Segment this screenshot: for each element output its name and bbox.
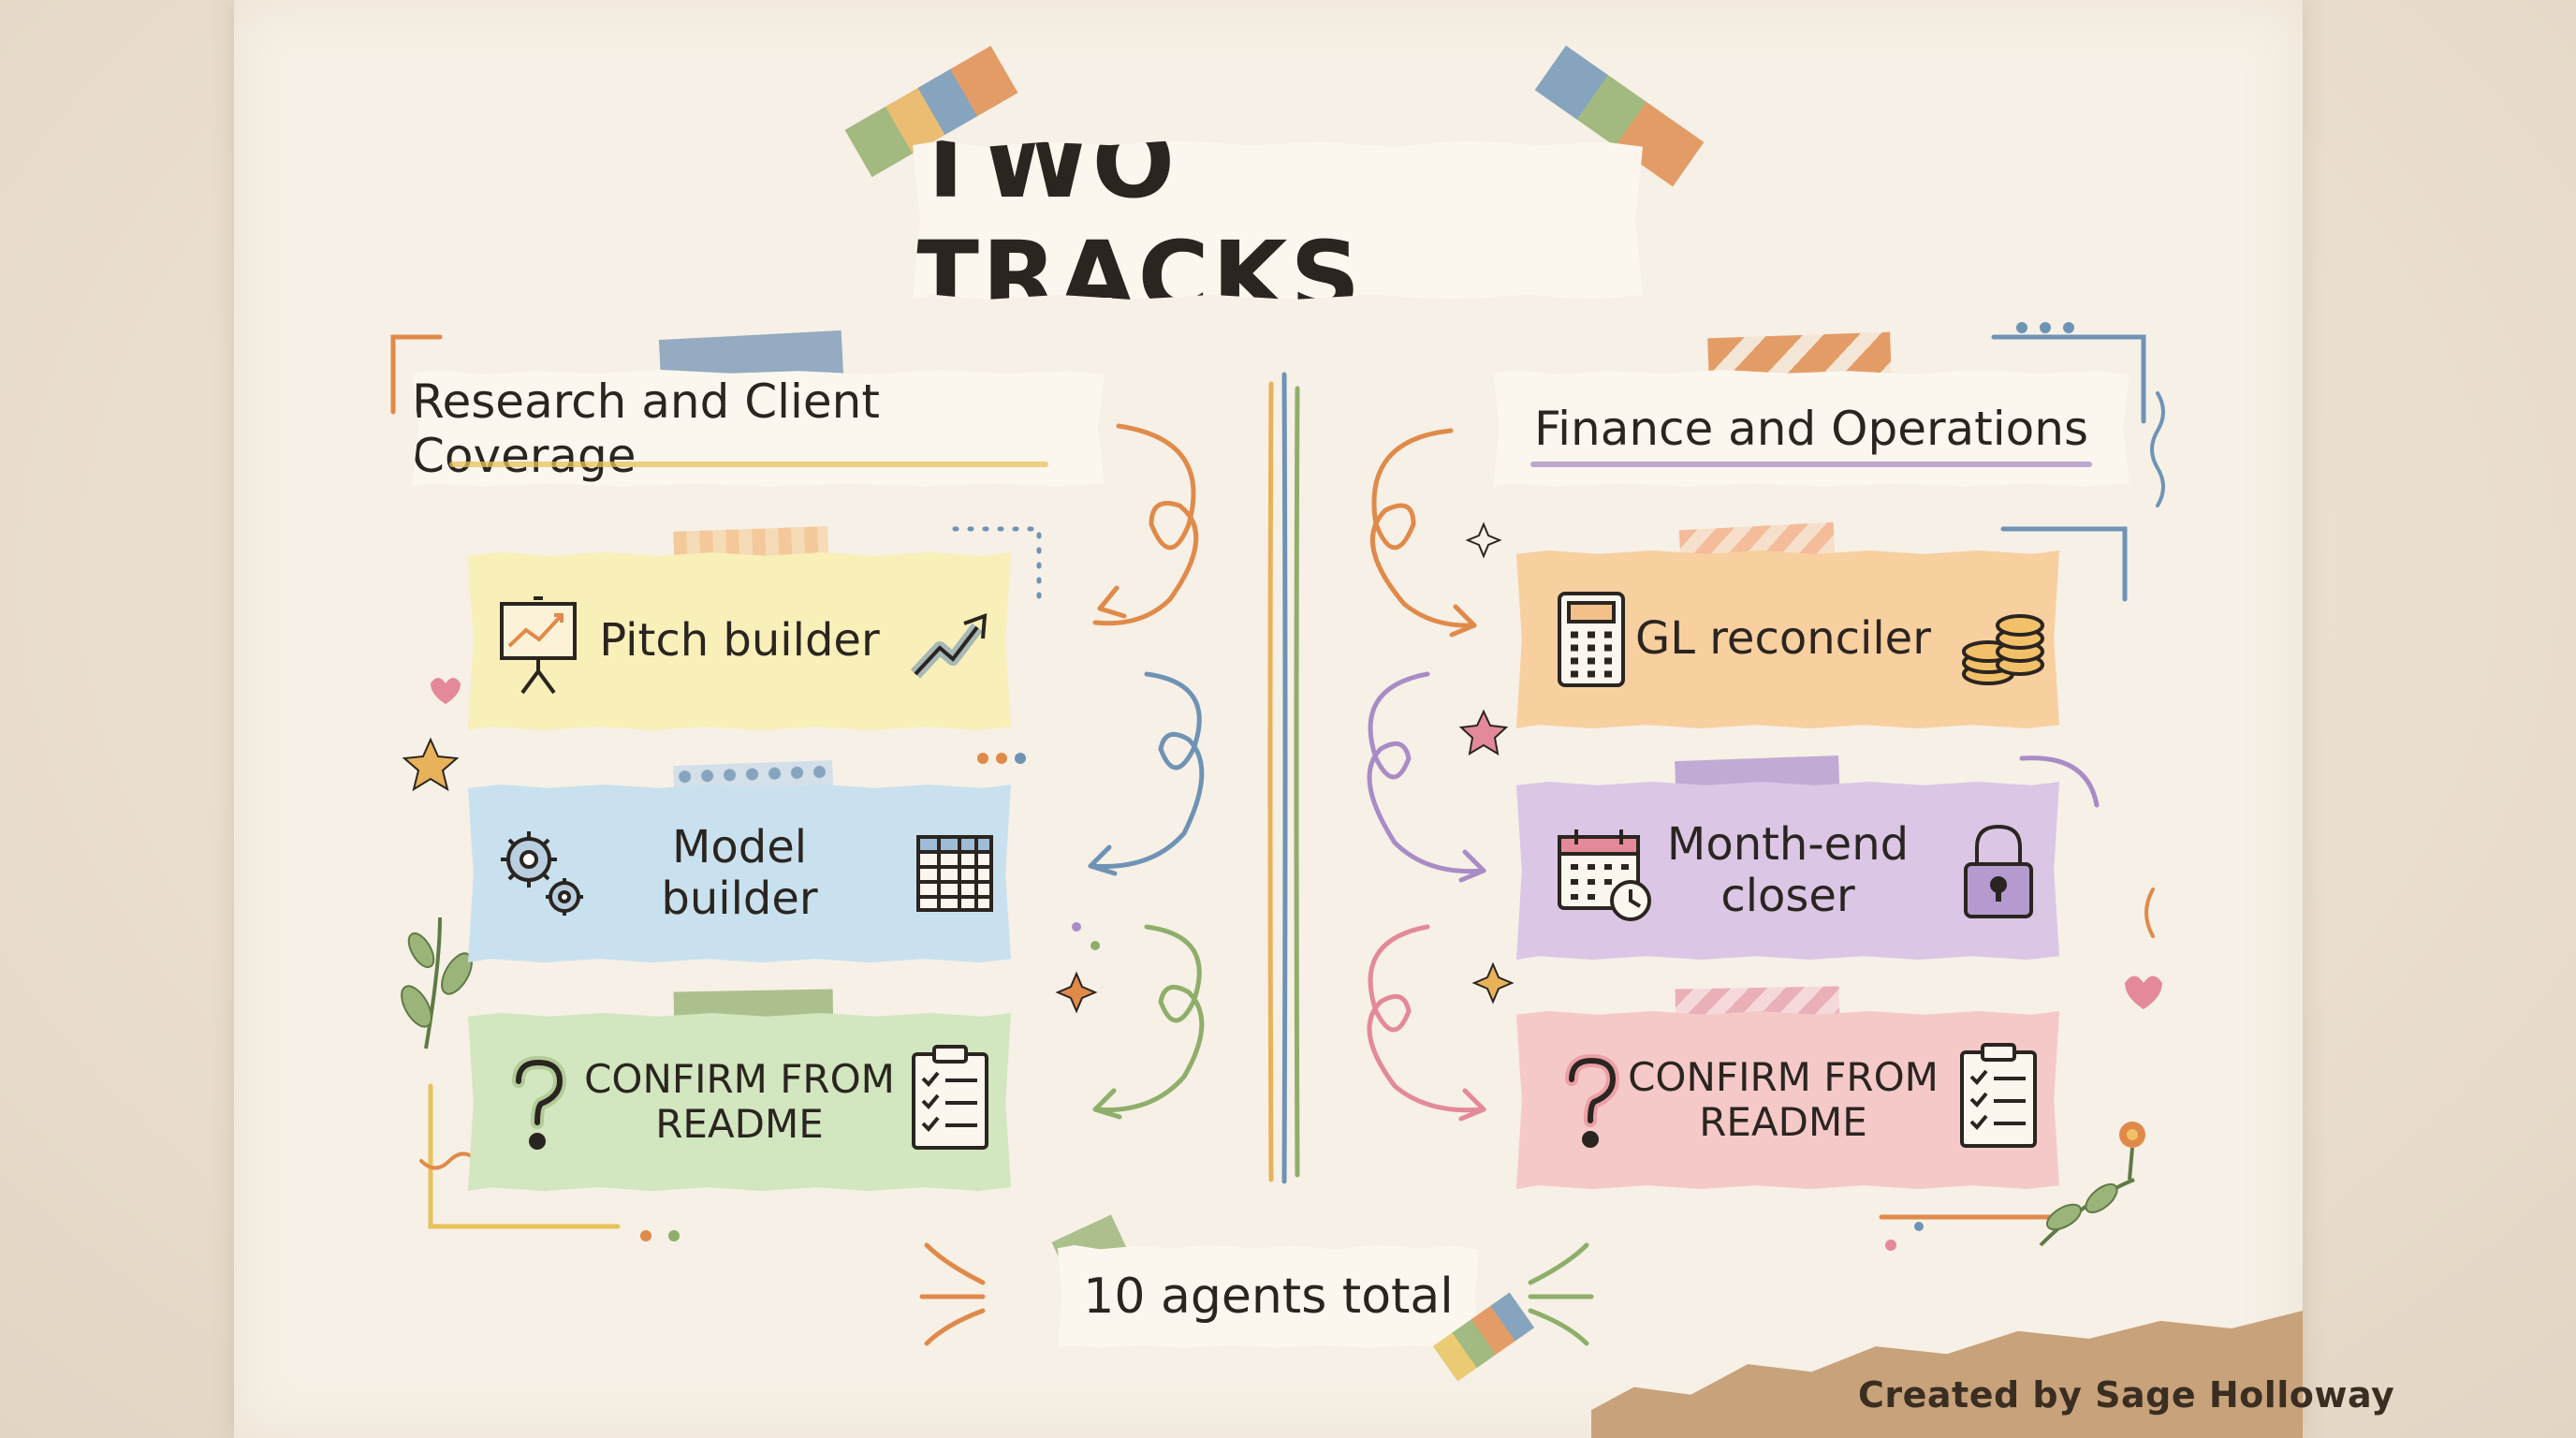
left-track-header: Research and Client Coverage: [412, 370, 1105, 487]
title-strip: TWO TRACKS: [913, 140, 1643, 300]
right-track-header: Finance and Operations: [1493, 370, 2130, 487]
right-track-title: Finance and Operations: [1533, 401, 2089, 456]
left-swirl-arrows: [1088, 423, 1205, 1120]
card-pitch-builder: Pitch builder: [468, 552, 1011, 730]
credit-text: Created by Sage Holloway: [1858, 1374, 2395, 1416]
coin-stack-icon: [1962, 614, 2044, 685]
corner-flourishes: [390, 334, 2146, 1229]
page-title: TWO TRACKS: [913, 106, 1364, 334]
card-month-end-closer-label: Month-end closer: [1666, 817, 1910, 922]
card-confirm-right-label: CONFIRM FROM README: [1628, 1053, 1939, 1145]
right-swirl-arrows: [1367, 428, 1486, 1122]
footer-flourish: [919, 1242, 1594, 1346]
gears-icon: [501, 831, 583, 916]
card-confirm-left-label: CONFIRM FROM README: [584, 1055, 895, 1147]
padlock-icon: [1964, 824, 2033, 918]
scattered-dots: [640, 322, 2074, 1251]
leaf-sprigs: [401, 917, 2135, 1247]
trend-arrow-icon: [910, 613, 988, 679]
card-confirm-left: CONFIRM FROM README: [468, 1013, 1011, 1191]
question-mark-icon: [512, 1055, 567, 1150]
spreadsheet-icon: [916, 835, 993, 912]
clipboard-checklist-icon: [1960, 1043, 2037, 1148]
sparkle-stars: [402, 521, 1515, 1014]
card-gl-reconciler-label: GL reconciler: [1635, 612, 1931, 666]
flower-doodle: [431, 678, 2162, 1181]
card-month-end-closer: Month-end closer: [1516, 782, 2059, 960]
left-track-title: Research and Client Coverage: [412, 374, 880, 483]
question-mark-icon: [1565, 1053, 1620, 1148]
card-confirm-right: CONFIRM FROM README: [1516, 1011, 2059, 1189]
agents-total-label: 10 agents total: [1083, 1269, 1454, 1325]
footer-strip: 10 agents total: [1058, 1245, 1479, 1348]
card-gl-reconciler: GL reconciler: [1516, 550, 2059, 728]
calculator-icon: [1558, 592, 1625, 687]
card-model-builder: Model builder: [468, 785, 1011, 962]
clipboard-checklist-icon: [912, 1045, 988, 1150]
card-pitch-builder-label: Pitch builder: [599, 614, 880, 668]
calendar-clock-icon: [1558, 829, 1651, 921]
presentation-board-icon: [500, 596, 577, 695]
side-doodles: [419, 391, 2165, 1170]
card-model-builder-label: Model builder: [661, 820, 818, 925]
center-divider: [1267, 372, 1300, 1184]
